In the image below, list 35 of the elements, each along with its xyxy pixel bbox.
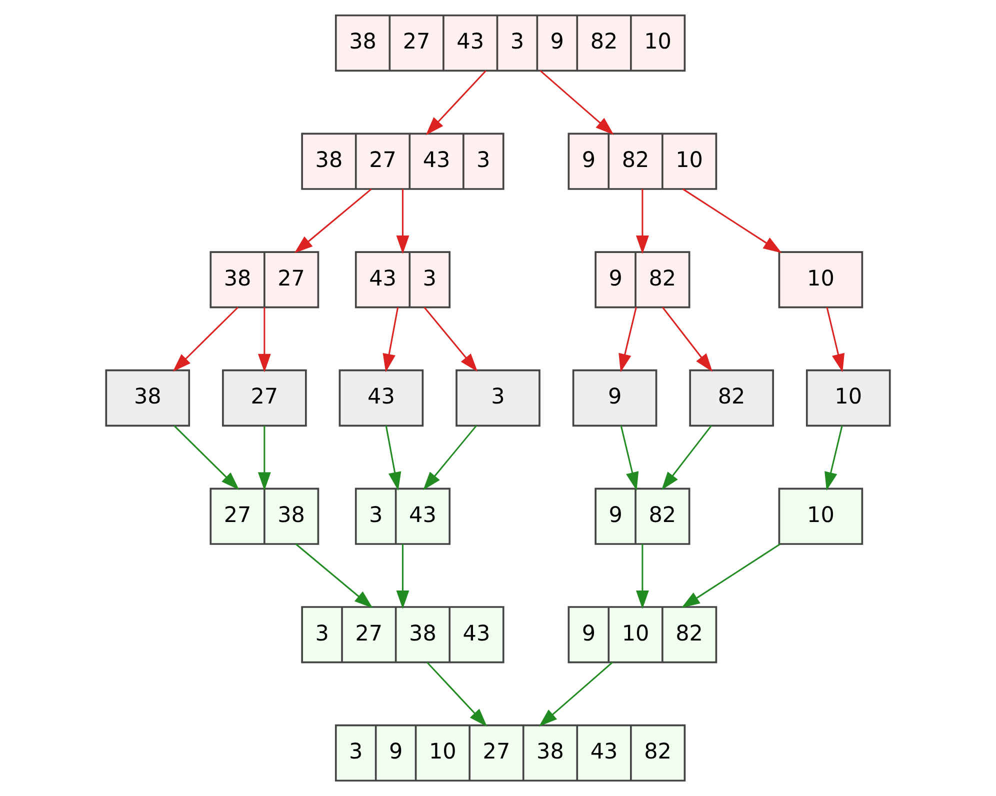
arrow: [661, 425, 712, 490]
arrow: [426, 70, 486, 136]
node-box: 9: [572, 369, 658, 427]
arrow: [620, 426, 639, 491]
arrow: [396, 189, 410, 254]
arrow: [538, 662, 613, 727]
arrow: [682, 188, 782, 253]
arrow: [258, 426, 271, 491]
arrow: [618, 307, 637, 372]
arrow: [423, 425, 477, 490]
node-box: 10: [778, 488, 864, 545]
arrow: [824, 426, 843, 491]
arrow: [662, 306, 713, 372]
arrow: [172, 306, 238, 372]
node-box: 3: [456, 369, 540, 427]
arrow: [636, 544, 649, 609]
arrow: [681, 543, 781, 608]
arrow: [826, 307, 845, 372]
arrow: [636, 189, 649, 254]
node-box: 27: [222, 369, 307, 427]
arrow: [396, 544, 410, 609]
node-box: 10: [778, 251, 864, 308]
node-box: 10: [806, 369, 891, 427]
node-box: 38: [105, 369, 190, 427]
arrow: [424, 306, 478, 372]
node-box: 82: [689, 369, 774, 427]
arrow: [295, 543, 373, 608]
arrow: [540, 70, 614, 135]
arrow: [294, 188, 372, 254]
arrow: [426, 662, 488, 727]
arrow: [174, 425, 240, 490]
arrow: [385, 426, 402, 491]
arrow: [382, 307, 399, 372]
node-box: 43: [338, 369, 424, 427]
arrow: [258, 307, 271, 372]
